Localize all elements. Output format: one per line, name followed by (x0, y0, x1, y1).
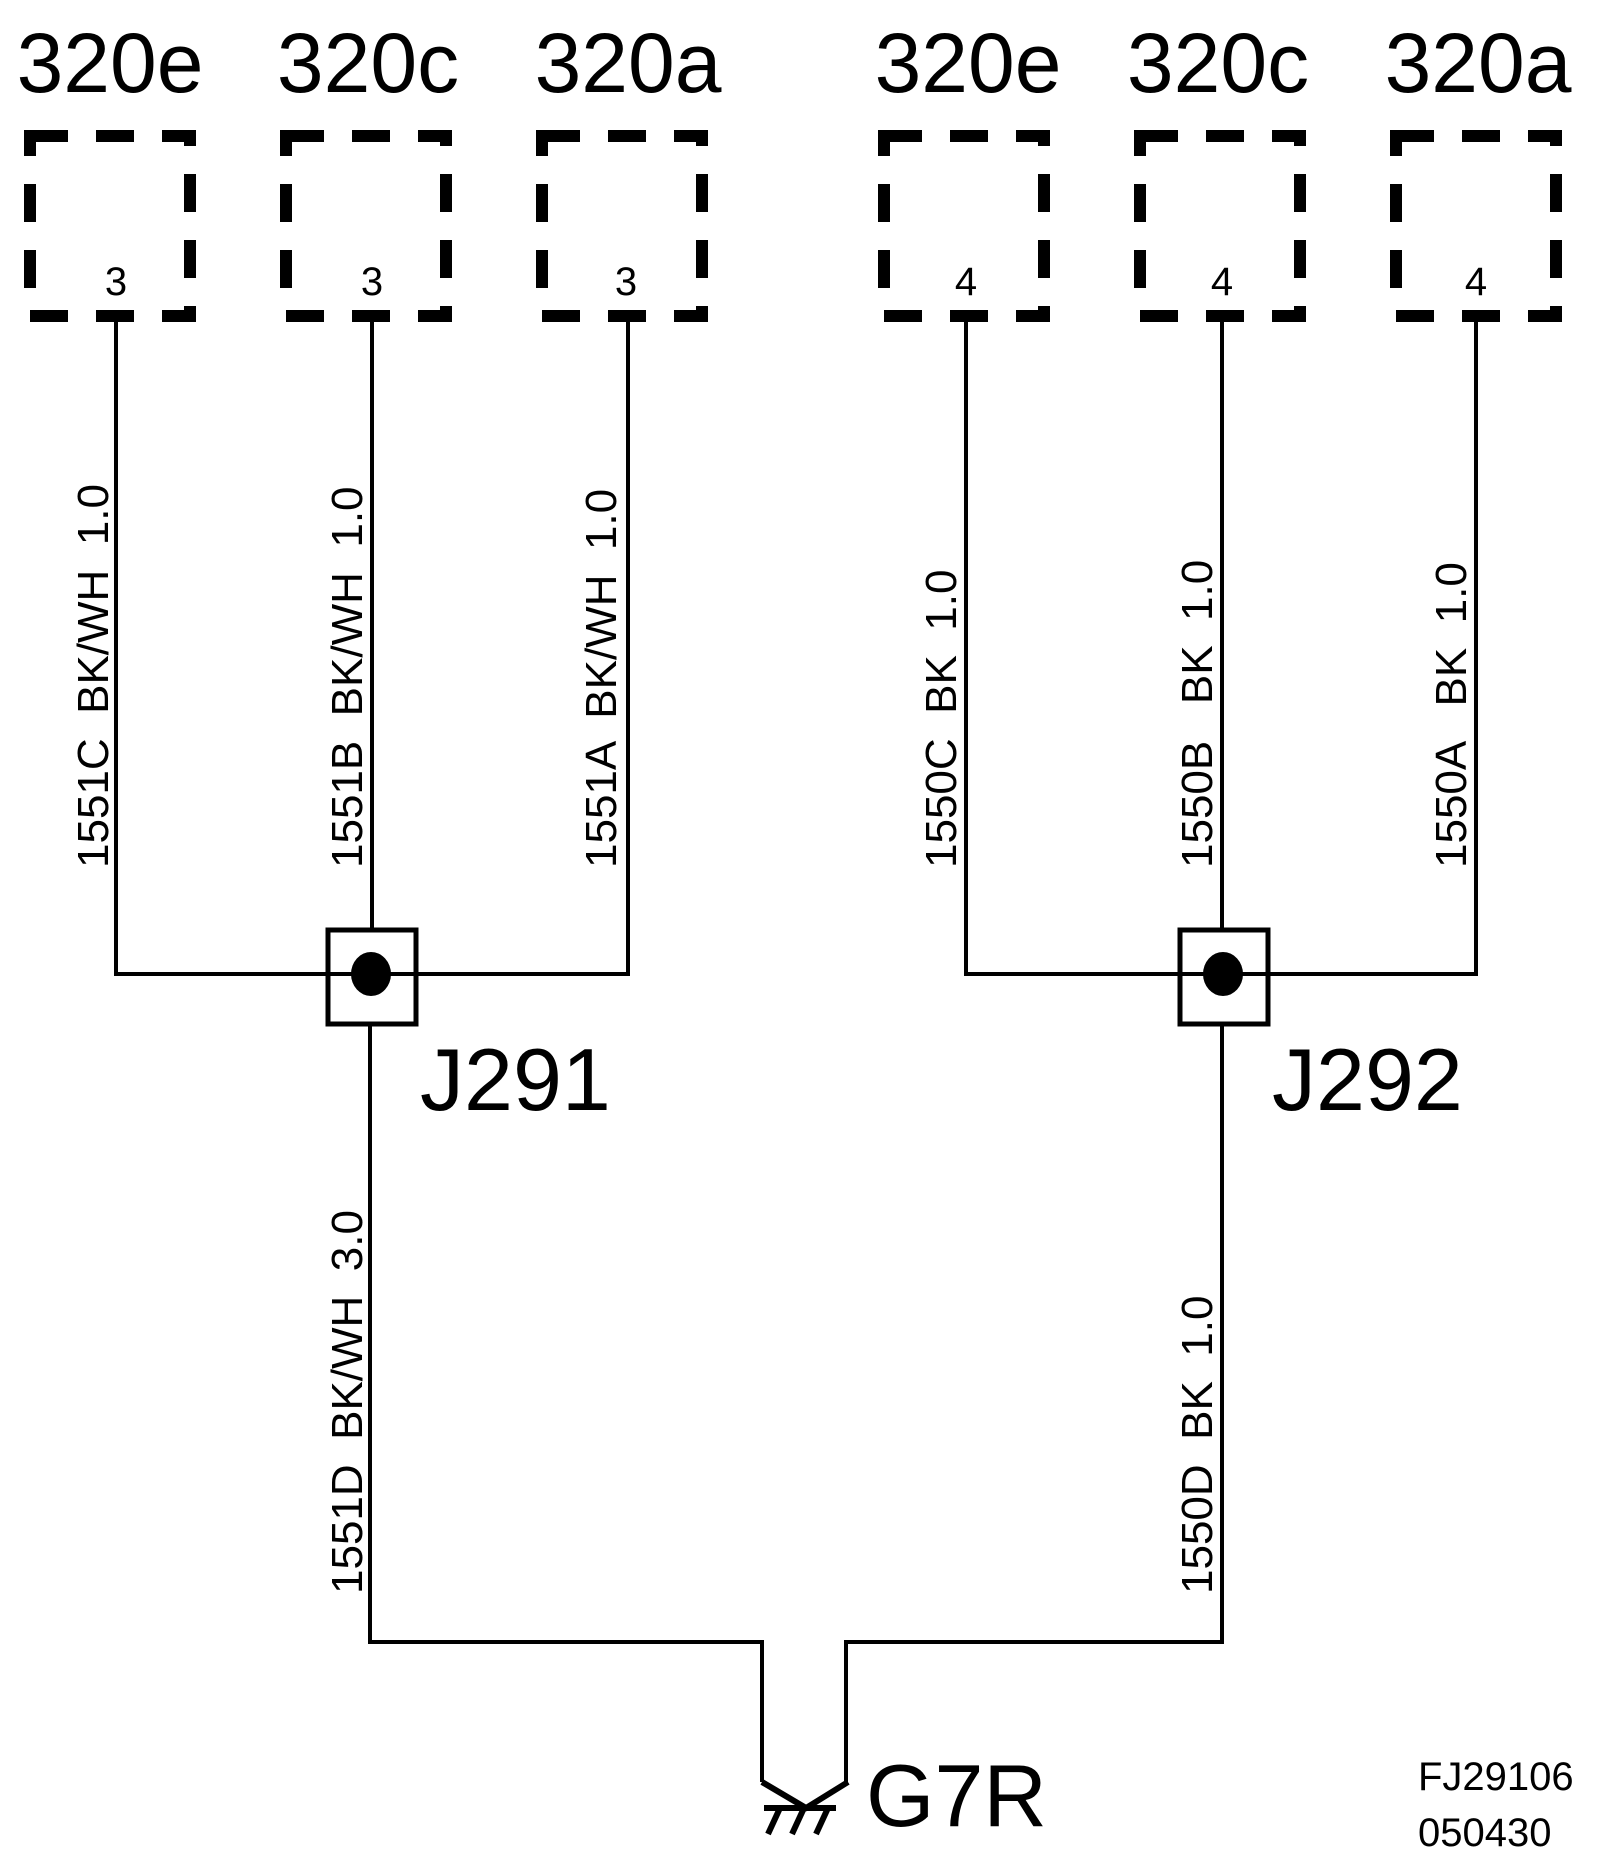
connector-label-320e-left: 320e (17, 16, 204, 110)
connector-box-320e-left (24, 130, 196, 322)
pin-label-320a-left: 3 (615, 260, 637, 304)
ground-symbol (760, 1779, 850, 1836)
connector-label-320a-left: 320a (535, 16, 722, 110)
wire-label-1550b: 1550B BK 1.0 (1173, 560, 1222, 868)
wire-label-1551c: 1551C BK/WH 1.0 (69, 484, 118, 868)
junction-label-j291: J291 (420, 1030, 611, 1129)
wire-label-1550c: 1550C BK 1.0 (917, 570, 966, 868)
connector-box-320c-left (280, 130, 452, 322)
wire-1551c (114, 316, 370, 976)
wire-label-1551a: 1551A BK/WH 1.0 (577, 489, 626, 868)
wire-label-1550a: 1550A BK 1.0 (1427, 562, 1476, 868)
wire-label-1551b: 1551B BK/WH 1.0 (323, 486, 372, 868)
pin-label-320c-left: 3 (361, 260, 383, 304)
junction-label-j292: J292 (1272, 1030, 1463, 1129)
pin-label-320e-left: 3 (105, 260, 127, 304)
connector-label-320c-right: 320c (1127, 16, 1309, 110)
junction-dot-j291 (351, 952, 391, 996)
pin-label-320c-right: 4 (1211, 260, 1233, 304)
connector-label-320e-right: 320e (875, 16, 1062, 110)
junction-dot-j292 (1203, 952, 1243, 996)
reference-code-line2: 050430 (1418, 1811, 1551, 1855)
wire-label-1550d: 1550D BK 1.0 (1173, 1296, 1222, 1594)
wire-1551d (368, 1024, 764, 1782)
ground-label: G7R (866, 1746, 1047, 1845)
pin-label-320e-right: 4 (955, 260, 977, 304)
wire-label-1551d: 1551D BK/WH 3.0 (323, 1210, 372, 1594)
connector-label-320c-left: 320c (277, 16, 459, 110)
wire-1550c (964, 316, 1222, 976)
wire-1550d (844, 1024, 1224, 1782)
wire-1551a (372, 316, 630, 976)
reference-code-line1: FJ29106 (1418, 1755, 1574, 1799)
wire-1550a (1222, 316, 1478, 976)
connector-box-320a-left (536, 130, 708, 322)
connector-label-320a-right: 320a (1385, 16, 1572, 110)
pin-label-320a-right: 4 (1465, 260, 1487, 304)
